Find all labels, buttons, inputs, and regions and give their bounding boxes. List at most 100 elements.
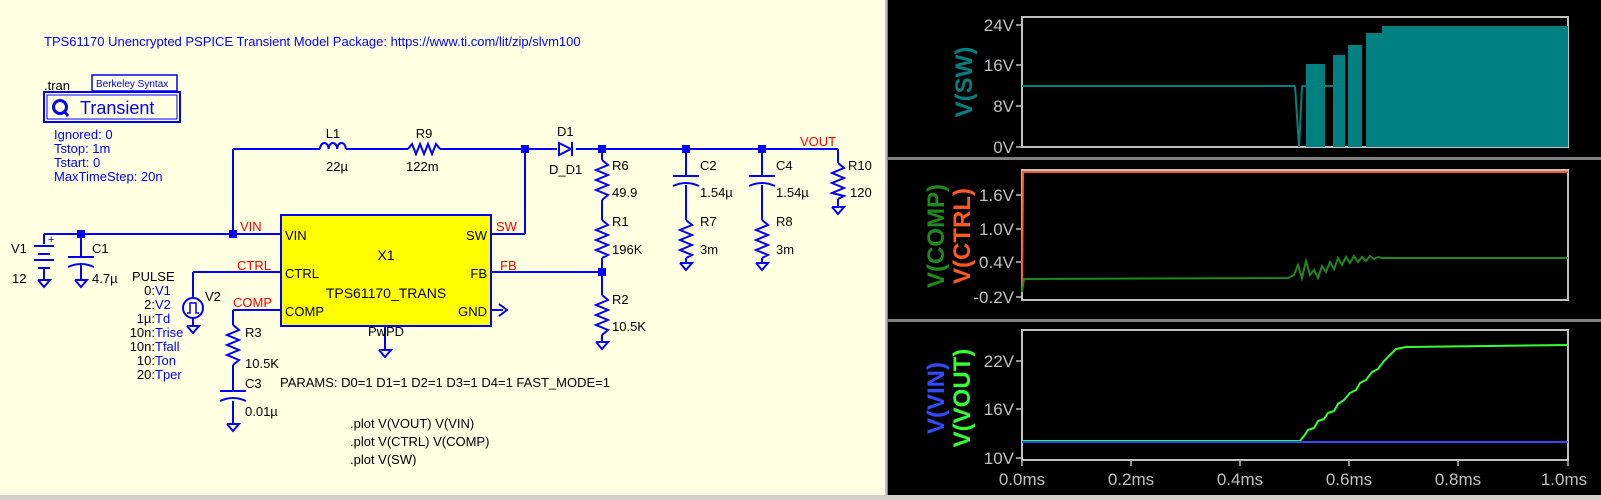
tran-param-ignored: Ignored: 0: [54, 127, 113, 142]
header-text: TPS61170 Unencrypted PSPICE Transient Mo…: [44, 34, 581, 49]
pane-splitter[interactable]: [884, 0, 888, 495]
y-tick: 24V: [984, 16, 1015, 35]
plot-pane-ctrl-comp[interactable]: 1.6V 1.0V 0.4V -0.2V V(COMP) V(CTRL): [923, 169, 1569, 307]
svg-text:20:: 20:: [137, 367, 155, 382]
pane-divider[interactable]: [888, 157, 1601, 160]
svg-text:Trise: Trise: [155, 325, 183, 340]
pane-divider[interactable]: [888, 319, 1601, 322]
y-tick: 16V: [984, 400, 1015, 419]
params-directive: PARAMS: D0=1 D1=1 D2=1 D3=1 D4=1 FAST_MO…: [280, 375, 610, 390]
v2-ref: V2: [205, 289, 221, 304]
x-axis: 0.0ms 0.2ms 0.4ms 0.6ms 0.8ms 1.0ms: [999, 460, 1587, 489]
net-label-ctrl: CTRL: [237, 258, 271, 273]
trace-label-vvout[interactable]: V(VOUT): [949, 349, 976, 448]
r9-value: 122m: [406, 159, 439, 174]
plot-directive-1: .plot V(VOUT) V(VIN): [350, 416, 474, 431]
net-labels: VIN CTRL COMP SW FB VOUT: [233, 134, 836, 310]
l1-value: 22µ: [326, 159, 348, 174]
tran-param-tstop: Tstop: 1m: [54, 141, 110, 156]
x-tick: 1.0ms: [1541, 470, 1587, 489]
r7-ref: R7: [700, 214, 717, 229]
pulse-source-v2[interactable]: V2 PULSE: [132, 269, 221, 319]
r9-ref: R9: [416, 126, 433, 141]
capacitor-c2[interactable]: C2 1.54µ: [672, 158, 733, 200]
resistor-r10[interactable]: R10 120: [828, 158, 872, 200]
ground-symbols: [37, 206, 847, 433]
r2-value: 10.5K: [612, 319, 646, 334]
resistor-r1[interactable]: R1 196K: [593, 214, 643, 259]
pin-pwpd: PwPD: [368, 324, 404, 339]
waveform-canvas[interactable]: 24V 16V 8V 0V V(SW) 1.6V 1.0V 0: [888, 0, 1601, 495]
voltage-source-v1[interactable]: + V1 12: [11, 234, 54, 286]
tran-directive[interactable]: .tran Berkeley Syntax Transient Ignored:…: [43, 74, 181, 184]
capacitor-c1[interactable]: C1 4.7µ: [67, 241, 118, 286]
y-tick: 8V: [993, 97, 1014, 116]
trace-label-vcomp[interactable]: V(COMP): [923, 184, 950, 288]
r10-ref: R10: [848, 158, 872, 173]
tran-directive-label: .tran: [44, 78, 70, 93]
ground-icon: [37, 279, 53, 289]
ic-body[interactable]: [280, 214, 492, 327]
trace-vctrl: [1021, 171, 1568, 292]
trace-vcomp: [1021, 254, 1568, 293]
tran-param-tstart: Tstart: 0: [54, 155, 100, 170]
inductor-l1[interactable]: L1 22µ: [319, 126, 348, 174]
net-label-comp: COMP: [233, 295, 272, 310]
r3-ref: R3: [245, 325, 262, 340]
svg-text:10n:: 10n:: [130, 325, 155, 340]
r8-ref: R8: [776, 214, 793, 229]
r8-value: 3m: [776, 242, 794, 257]
x-tick: 0.6ms: [1326, 470, 1372, 489]
ic-x1[interactable]: X1 TPS61170_TRANS VIN CTRL COMP SW FB GN…: [280, 214, 509, 339]
pin-gnd: GND: [458, 304, 487, 319]
plot-pane-sw[interactable]: 24V 16V 8V 0V V(SW): [951, 16, 1569, 157]
ic-ref: X1: [377, 247, 394, 263]
pin-fb: FB: [470, 266, 487, 281]
ic-part: TPS61170_TRANS: [326, 285, 446, 301]
ground-icon: [755, 262, 771, 272]
pulse-title: PULSE: [132, 269, 175, 284]
c3-ref: C3: [245, 376, 262, 391]
plot-pane-vin-vout[interactable]: 22V 16V 10V V(VIN) V(VOUT): [923, 329, 1569, 468]
trace-label-vvin[interactable]: V(VIN): [923, 362, 950, 434]
c2-ref: C2: [700, 158, 717, 173]
pulse-params: 0: V1 2: V2 1µ: Td 10n: Trise 10n: Tfall…: [130, 283, 184, 382]
resistor-r3[interactable]: R3 10.5K: [224, 324, 279, 371]
v1-ref: V1: [11, 241, 27, 256]
r1-value: 196K: [612, 242, 643, 257]
schematic-canvas[interactable]: TPS61170 Unencrypted PSPICE Transient Mo…: [0, 0, 884, 495]
plot-directive-3: .plot V(SW): [350, 452, 416, 467]
capacitor-c4[interactable]: C4 1.54µ: [748, 158, 809, 200]
plot-area[interactable]: [1021, 329, 1569, 461]
capacitor-c3[interactable]: C3 0.01µ: [219, 376, 278, 419]
svg-text:0:: 0:: [144, 283, 155, 298]
y-tick: 10V: [984, 449, 1015, 468]
resistor-r9[interactable]: R9 122m: [406, 126, 441, 174]
y-tick: 0V: [993, 138, 1014, 157]
svg-text:1µ:: 1µ:: [137, 311, 155, 326]
y-tick: 22V: [984, 352, 1015, 371]
c3-value: 0.01µ: [245, 404, 278, 419]
ground-icon: [226, 423, 242, 433]
resistor-r6[interactable]: R6 49.9: [593, 158, 637, 201]
trace-vvout: [1022, 344, 1569, 442]
c4-ref: C4: [776, 158, 793, 173]
c4-value: 1.54µ: [776, 185, 809, 200]
plot-directive-2: .plot V(CTRL) V(COMP): [350, 434, 489, 449]
trace-label-vsw[interactable]: V(SW): [951, 47, 978, 118]
v1-value: 12: [12, 271, 26, 286]
resistor-r2[interactable]: R2 10.5K: [593, 292, 646, 336]
r7-value: 3m: [700, 242, 718, 257]
resistor-r7[interactable]: R7 3m: [677, 214, 718, 259]
tran-param-maxtimestep: MaxTimeStep: 20n: [54, 169, 163, 184]
diode-d1[interactable]: D1 D_D1: [549, 124, 582, 177]
plot-area[interactable]: [1021, 169, 1569, 301]
ground-icon: [378, 349, 394, 359]
schematic-editor[interactable]: TPS61170 Unencrypted PSPICE Transient Mo…: [0, 0, 884, 495]
x-tick: 0.2ms: [1108, 470, 1154, 489]
x-tick: 0.8ms: [1435, 470, 1481, 489]
r6-value: 49.9: [612, 185, 637, 200]
waveform-viewer[interactable]: 24V 16V 8V 0V V(SW) 1.6V 1.0V 0: [888, 0, 1601, 495]
trace-label-vctrl[interactable]: V(CTRL): [949, 188, 976, 284]
resistor-r8[interactable]: R8 3m: [753, 214, 794, 259]
